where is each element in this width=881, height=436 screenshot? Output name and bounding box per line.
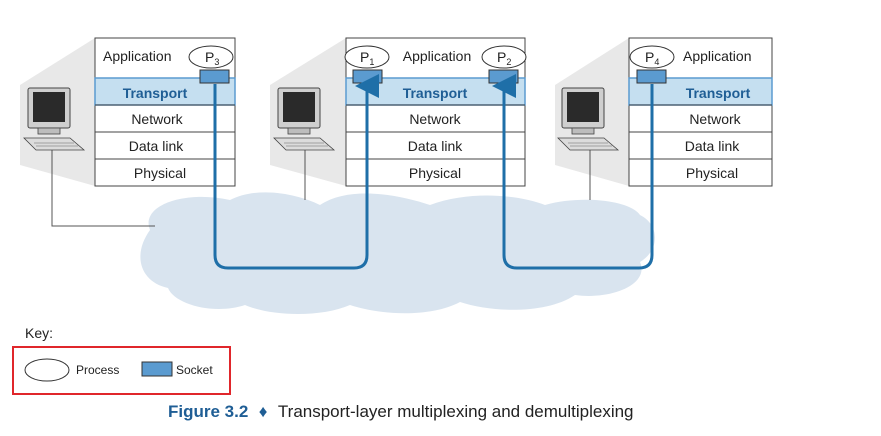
physical-layer-label: Physical xyxy=(134,165,186,181)
figure-number: Figure 3.2 xyxy=(168,402,248,421)
network-layer-label: Network xyxy=(131,111,183,127)
transport-layer-label: Transport xyxy=(123,85,188,101)
caption-bullet: ♦ xyxy=(259,402,268,421)
datalink-layer-label: Data link xyxy=(685,138,740,154)
transport-layer-label: Transport xyxy=(403,85,468,101)
process-p3-label: P3 xyxy=(205,49,219,67)
physical-layer-label: Physical xyxy=(686,165,738,181)
figure-caption: Figure 3.2 ♦ Transport-layer multiplexin… xyxy=(168,402,634,421)
process-p3 xyxy=(188,45,234,69)
computer-icon xyxy=(23,87,86,151)
computer-icon xyxy=(273,87,336,151)
process-p4 xyxy=(629,45,675,69)
process-p1 xyxy=(344,45,390,69)
right-protocol-stack: Application Transport Network Data link … xyxy=(628,37,773,187)
process-p2 xyxy=(481,45,527,69)
physical-layer-label: Physical xyxy=(409,165,461,181)
process-p2-label: P2 xyxy=(497,49,511,67)
datalink-layer-label: Data link xyxy=(408,138,463,154)
network-layer-label: Network xyxy=(409,111,461,127)
key-box xyxy=(12,346,231,395)
application-layer-label: Application xyxy=(103,48,172,64)
socket xyxy=(488,69,519,84)
network-cloud xyxy=(140,192,655,315)
left-host-link xyxy=(51,150,155,227)
process-p1-label: P1 xyxy=(360,49,374,67)
middle-protocol-stack: Application Transport Network Data link … xyxy=(344,37,527,187)
key-socket-label: Socket xyxy=(176,363,213,377)
key-socket-icon xyxy=(141,361,173,377)
key-process-icon xyxy=(24,358,70,382)
socket xyxy=(636,69,667,84)
data-path-p4-to-p2 xyxy=(492,74,654,270)
transport-layer-label: Transport xyxy=(686,85,751,101)
key-process-label: Process xyxy=(76,363,119,377)
socket xyxy=(199,69,230,84)
computer-icon xyxy=(557,87,620,151)
data-path-p3-to-p1 xyxy=(213,74,379,270)
network-layer-label: Network xyxy=(689,111,741,127)
caption-text: Transport-layer multiplexing and demulti… xyxy=(278,402,634,421)
socket xyxy=(352,69,383,84)
application-layer-label: Application xyxy=(403,48,472,64)
datalink-layer-label: Data link xyxy=(129,138,184,154)
process-p4-label: P4 xyxy=(645,49,659,67)
left-protocol-stack: Application Transport Network Data link … xyxy=(94,37,236,187)
application-layer-label: Application xyxy=(683,48,752,64)
key-title: Key: xyxy=(25,325,53,341)
